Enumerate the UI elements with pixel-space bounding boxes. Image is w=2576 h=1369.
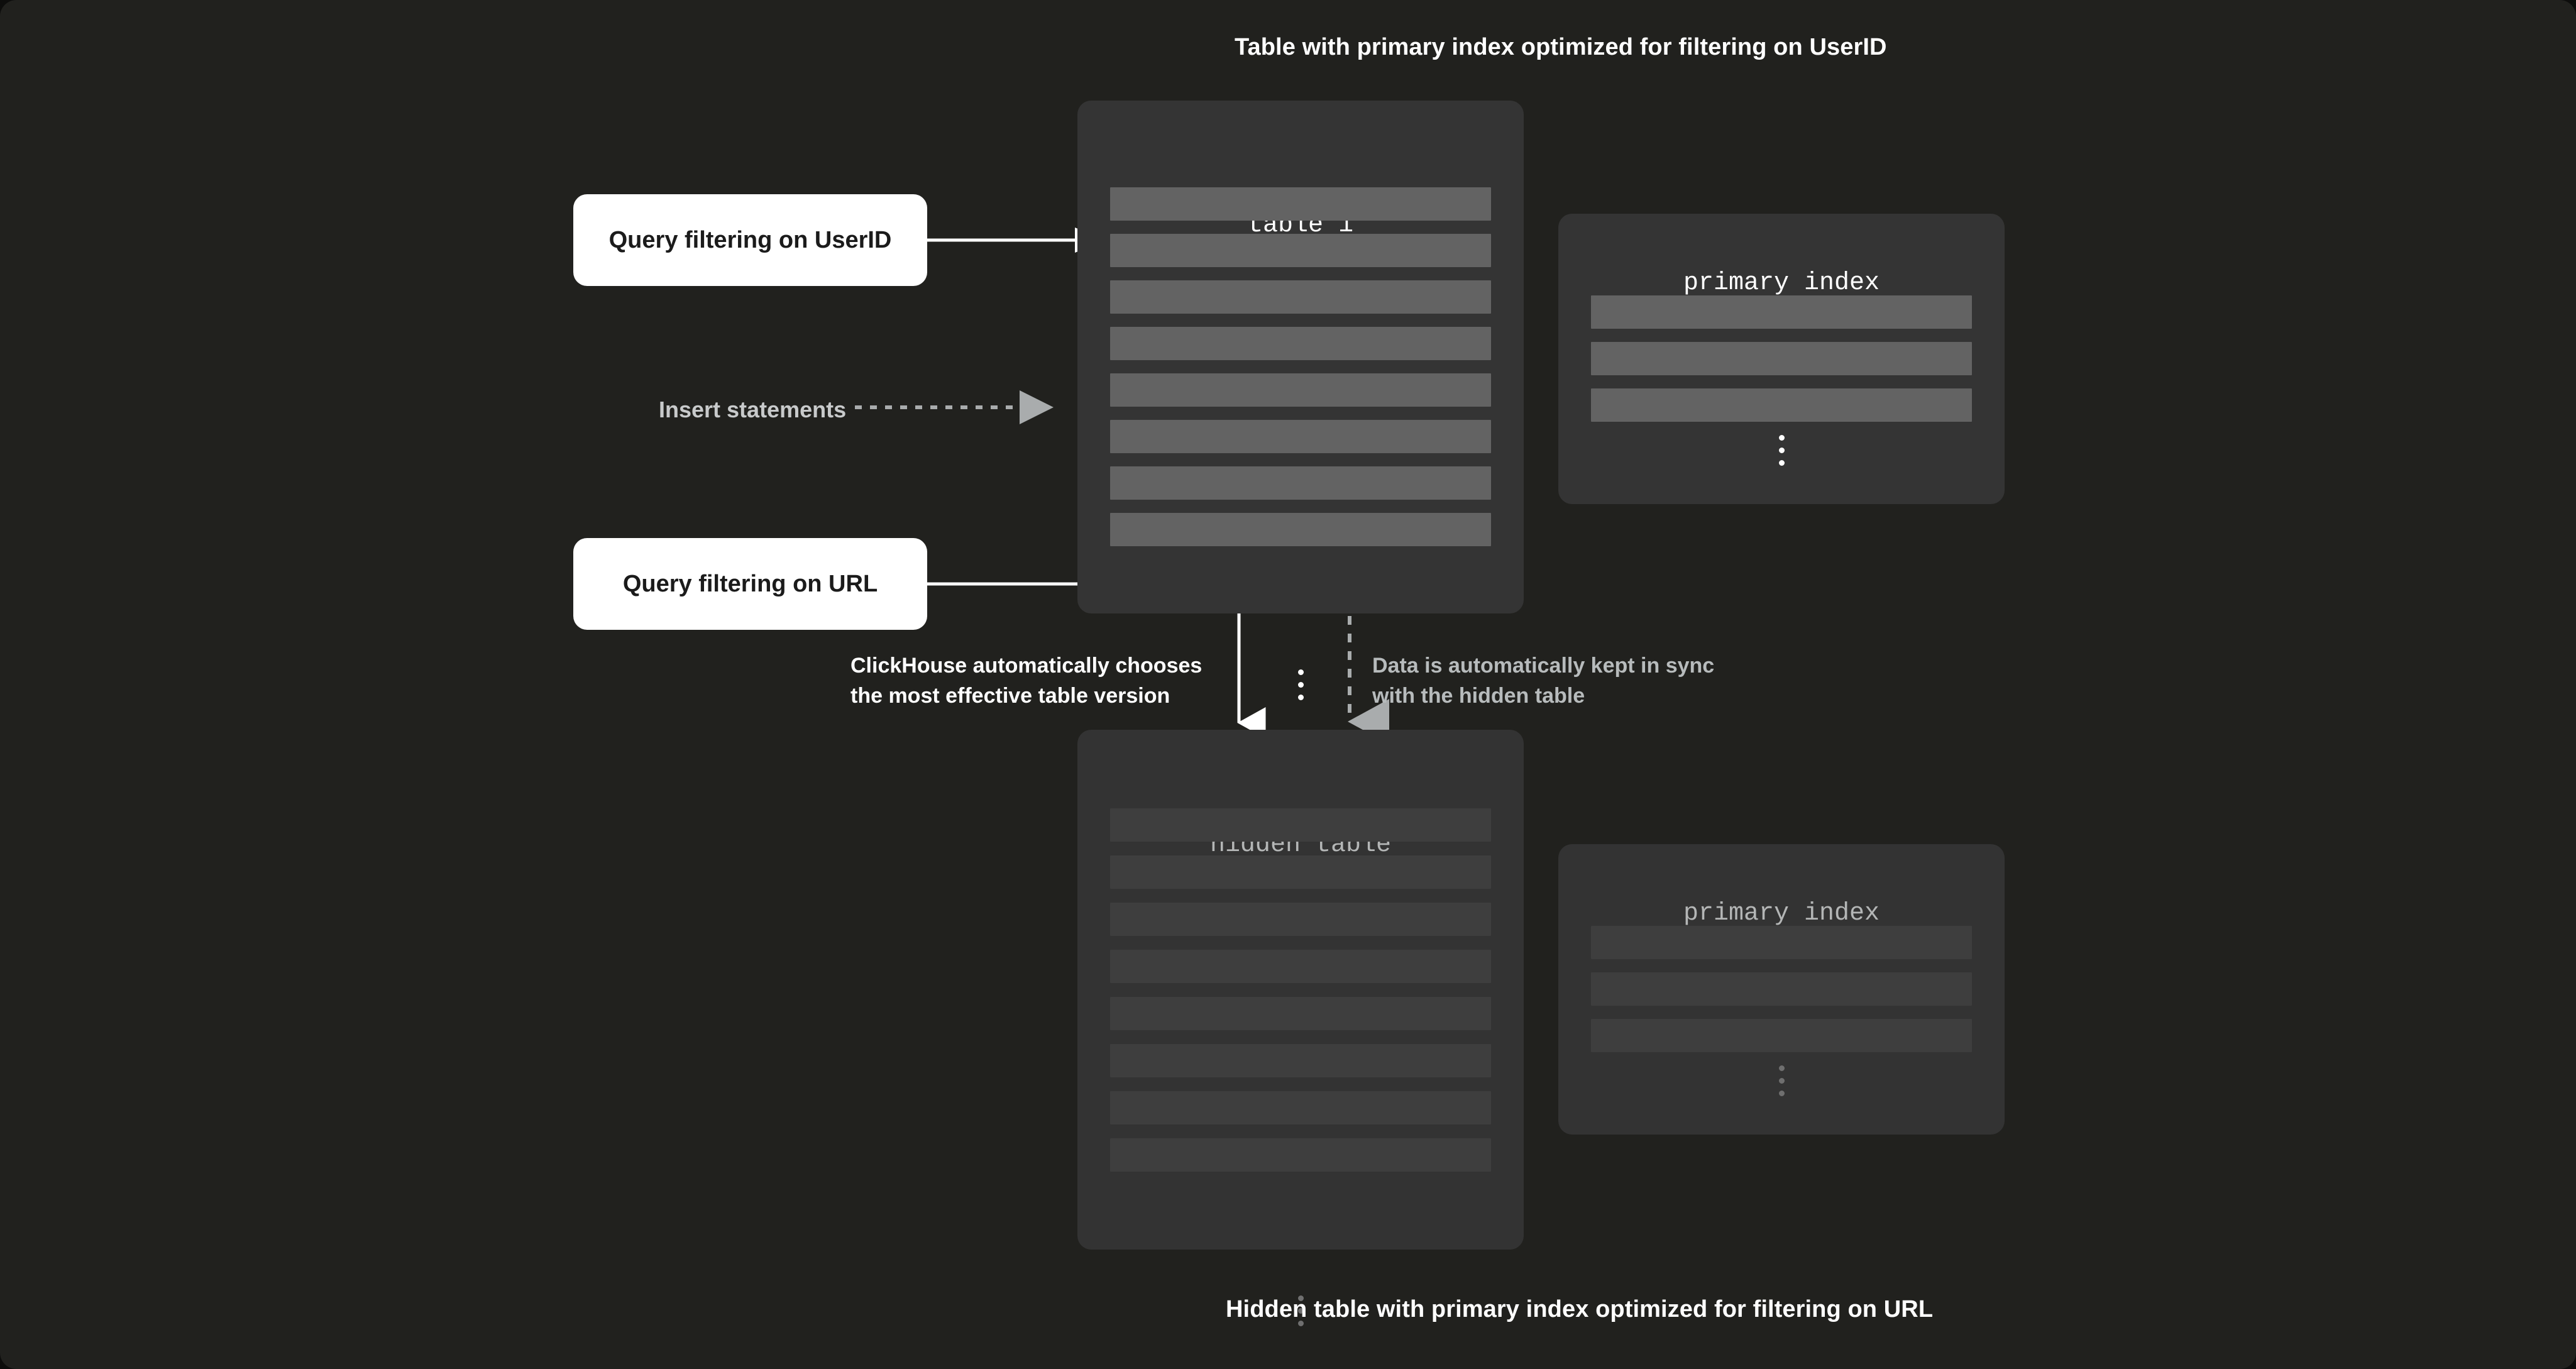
clickhouse-chooses-line1: ClickHouse automatically chooses bbox=[850, 654, 1203, 678]
table-row bbox=[1110, 327, 1491, 360]
insert-statements-label: Insert statements bbox=[659, 397, 847, 422]
primary-index-top-title: primary index bbox=[1683, 269, 1880, 297]
data-sync-line1: Data is automatically kept in sync bbox=[1372, 654, 1715, 678]
data-sync-line2: with the hidden table bbox=[1372, 684, 1585, 708]
vertical-ellipsis-icon bbox=[1077, 669, 1524, 700]
table-row bbox=[1110, 808, 1491, 842]
table-row bbox=[1110, 234, 1491, 267]
primary-index-bottom-panel[interactable]: primary index bbox=[1558, 844, 2005, 1135]
table-row bbox=[1591, 388, 1972, 422]
table-row bbox=[1591, 1019, 1972, 1052]
table-row bbox=[1110, 1044, 1491, 1077]
table-row bbox=[1110, 1138, 1491, 1172]
primary-index-bottom-title: primary index bbox=[1683, 899, 1880, 928]
table-row bbox=[1591, 342, 1972, 375]
clickhouse-chooses-label: ClickHouse automatically chooses the mos… bbox=[850, 651, 1202, 712]
primary-index-top-rows bbox=[1558, 295, 2005, 435]
hidden-table-panel[interactable]: hidden table bbox=[1077, 730, 1524, 1326]
data-sync-label: Data is automatically kept in sync with … bbox=[1372, 651, 1714, 712]
table-row bbox=[1110, 950, 1491, 983]
table-row bbox=[1110, 373, 1491, 407]
table-row bbox=[1110, 1091, 1491, 1124]
table1-panel[interactable]: table 1 bbox=[1077, 101, 1524, 700]
query-filtering-on-url-box[interactable]: Query filtering on URL bbox=[573, 538, 927, 630]
table-row bbox=[1591, 295, 1972, 329]
vertical-ellipsis-icon bbox=[1558, 435, 2005, 466]
table1-rows bbox=[1077, 187, 1524, 559]
table-row bbox=[1110, 420, 1491, 453]
table-row bbox=[1110, 997, 1491, 1030]
table-row bbox=[1591, 972, 1972, 1006]
primary-index-top-panel[interactable]: primary index bbox=[1558, 214, 2005, 504]
hidden-table-rows bbox=[1077, 808, 1524, 1185]
table-row bbox=[1110, 280, 1491, 314]
table-row bbox=[1591, 926, 1972, 959]
table-row bbox=[1110, 187, 1491, 221]
table-row bbox=[1110, 855, 1491, 889]
vertical-ellipsis-icon bbox=[1558, 1065, 2005, 1096]
top-caption: Table with primary index optimized for f… bbox=[1235, 34, 1887, 60]
vertical-ellipsis-icon bbox=[1077, 1295, 1524, 1326]
bottom-caption: Hidden table with primary index optimize… bbox=[1226, 1296, 1934, 1322]
primary-index-bottom-rows bbox=[1558, 926, 2005, 1065]
table-row bbox=[1110, 513, 1491, 546]
query-filtering-on-userid-box[interactable]: Query filtering on UserID bbox=[573, 194, 927, 286]
clickhouse-chooses-line2: the most effective table version bbox=[850, 684, 1170, 708]
table-row bbox=[1110, 466, 1491, 500]
table-row bbox=[1110, 903, 1491, 936]
